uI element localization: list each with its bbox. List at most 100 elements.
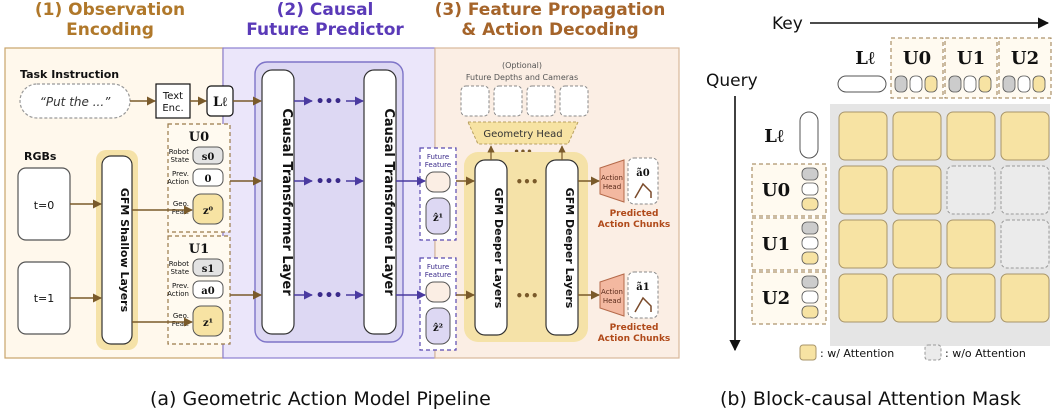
mask-col-u2-state [1002,75,1016,93]
u0-state-token [192,146,224,165]
u1-geo-value: z¹ [203,318,213,329]
mask-row-u1-action [801,236,819,250]
mask-cell-1-3 [1000,165,1050,215]
mask-cell-0-1 [892,111,942,161]
u0-geo-label-1: Geo. [173,200,189,208]
causal-layer-1 [261,69,295,335]
deeper-layer-1-label: GFM Deeper Layers [492,188,505,309]
mask-row-label-l: Lℓ [764,126,784,147]
mask-row-label-u0: U0 [762,180,790,201]
u1-state-label-2: State [170,268,189,276]
mask-col-u1-action [963,75,977,93]
mask-cell-2-3 [1000,219,1050,269]
mask-cell-3-2 [946,273,996,323]
frame-0-label: t=0 [34,199,55,212]
action-head-1 [599,159,625,203]
optional-label-2: Future Depths and Cameras [466,73,578,82]
header-feature-line2: & Action Decoding [461,20,639,40]
causal-dots-3: ••• [316,288,343,304]
mask-row-u1-state [801,221,819,235]
mask-col-u0-state [894,75,908,93]
mask-row-u2-geo [801,305,819,319]
header-feature-line1: (3) Feature Propagation [434,0,666,20]
future-group-2-top-token [425,281,451,303]
u1-state-value: s1 [202,264,215,275]
mask-col-token-l [837,75,887,93]
u0-geo-label-2: Feat. [172,208,189,216]
action-head-2-label-1: Action [601,288,623,296]
legend-with-label: : w/ Attention [820,347,894,360]
mask-col-u1-geo [978,75,992,93]
mask-row-u2-action [801,290,819,304]
feature-dots-2: ••• [515,289,538,303]
shallow-layers-label: GFM Shallow Layers [118,188,131,313]
lang-token-label: Lℓ [213,95,227,110]
mask-row-u0-state [801,167,819,181]
rgbs-label: RGBs [24,150,57,163]
mask-col-header-u0: U0 [890,37,944,99]
geometry-head-shape [467,121,579,145]
mask-cell-1-1 [892,165,942,215]
header-causal-line1: (2) Causal [276,0,374,20]
text-encoder-line2: Enc. [162,103,183,114]
caption-right: (b) Block-causal Attention Mask [720,388,1021,410]
causal-layer-1-label: Causal Transformer Layer [279,108,294,296]
u0-action-label-2: Action [167,178,189,186]
u0-action-label-1: Prev. [172,170,189,178]
prompt-text: “Put the ...” [40,95,112,109]
task-instruction-label: Task Instruction [20,68,119,81]
future-group-1-label-2: Feature [425,161,451,169]
mask-cell-1-0 [838,165,888,215]
causal-layer-2 [363,69,397,335]
u0-action-value: 0 [205,174,212,185]
deeper-layer-2-label: GFM Deeper Layers [563,188,576,309]
u1-action-label-1: Prev. [172,282,189,290]
action-head-1-label-2: Head [603,183,621,191]
predicted-action-2 [627,271,659,319]
mask-col-u2-geo [1032,75,1046,93]
header-observation-line1: (1) Observation [34,0,186,20]
optional-slot-2 [493,85,523,117]
future-group-1-token-value: ẑ¹ [433,213,443,224]
mask-query-label: Query [706,71,758,91]
robot-arm-icon-2 [634,296,652,313]
caption-left: (a) Geometric Action Model Pipeline [150,388,491,410]
mask-cell-3-0 [838,273,888,323]
u1-geo-label-1: Geo. [173,312,189,320]
mask-key-label: Key [772,14,803,34]
legend-with-swatch [799,344,817,361]
predicted-action-1-value: ã0 [636,168,649,179]
mask-col-header-u1: U1 [944,37,998,99]
predicted-action-2-value: ã1 [636,282,649,293]
u0-state-value: s0 [202,152,215,163]
header-observation-line2: Encoding [66,20,154,40]
mask-col-label-u0: U0 [903,48,931,69]
optional-slot-4 [559,85,589,117]
causal-dots-1: ••• [316,94,343,110]
mask-row-header-u0: U0 [751,163,827,217]
mask-row-u2-state [801,275,819,289]
action-head-1-label-1: Action [601,174,623,182]
mask-cell-2-2 [946,219,996,269]
predicted-label-2a: Predicted [610,323,659,333]
mask-cell-3-3 [1000,273,1050,323]
mask-row-header-u1: U1 [751,217,827,271]
legend-without-label: : w/o Attention [945,347,1026,360]
mask-row-u0-geo [801,197,819,211]
mask-cell-1-2 [946,165,996,215]
mask-cells [838,111,1050,323]
header-observation: (1) Observation Encoding [10,0,210,40]
mask-row-label-u2: U2 [762,288,790,309]
u1-action-label-2: Action [167,290,189,298]
mask-row-u1-geo [801,251,819,265]
u0-state-label-1: Robot [169,148,190,156]
token-group-u0-title: U0 [189,130,209,145]
future-group-2-token [425,307,451,345]
mask-cell-2-0 [838,219,888,269]
future-group-1-top-token [425,171,451,193]
mask-col-u0-geo [924,75,938,93]
optional-slot-3 [526,85,556,117]
u1-geo-label-2: Feat. [172,320,189,328]
u1-action-value: a0 [201,286,214,297]
u0-geo-value: z⁰ [203,206,214,217]
